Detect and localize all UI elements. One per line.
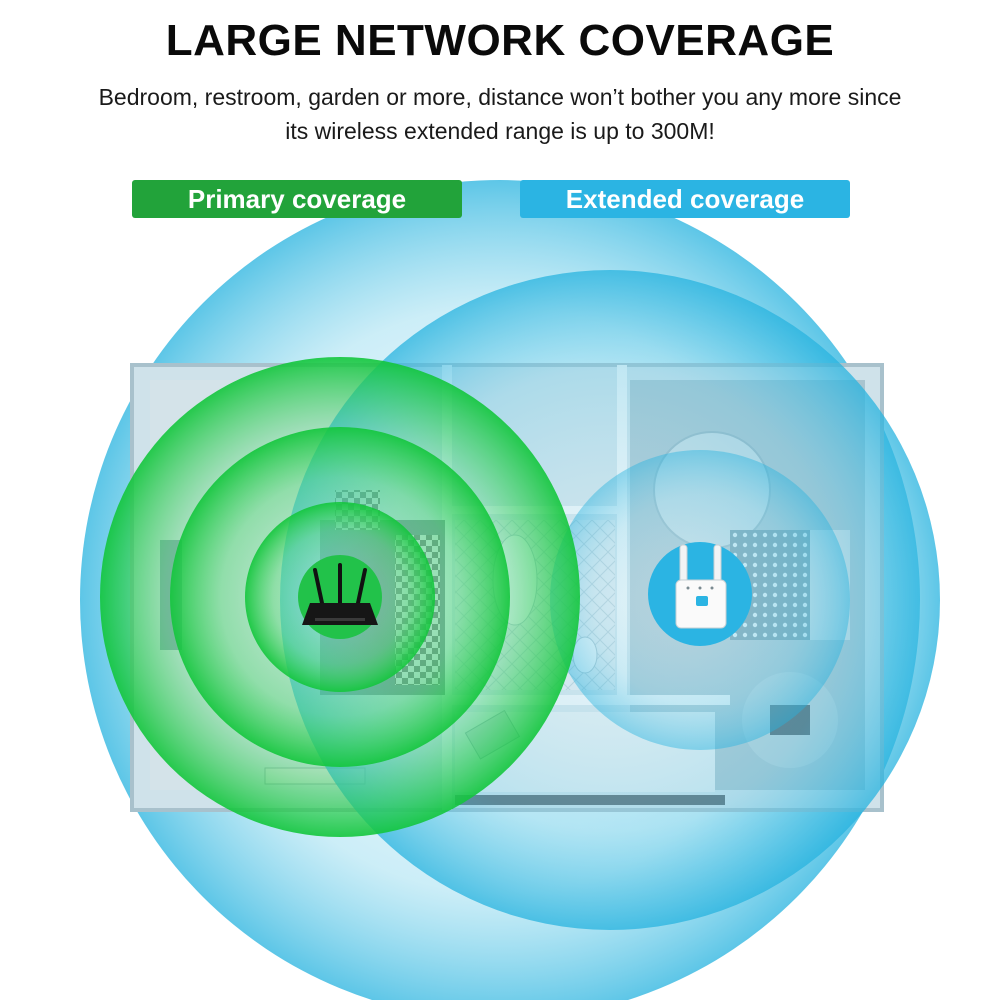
wifi-extender-icon bbox=[648, 542, 752, 646]
wifi-router-icon bbox=[298, 555, 382, 639]
extended-coverage-badge: Extended coverage bbox=[520, 180, 850, 218]
page-title: LARGE NETWORK COVERAGE bbox=[165, 16, 835, 65]
page-subtitle: Bedroom, restroom, garden or more, dista… bbox=[98, 84, 902, 144]
primary-coverage-badge: Primary coverage bbox=[132, 180, 462, 218]
